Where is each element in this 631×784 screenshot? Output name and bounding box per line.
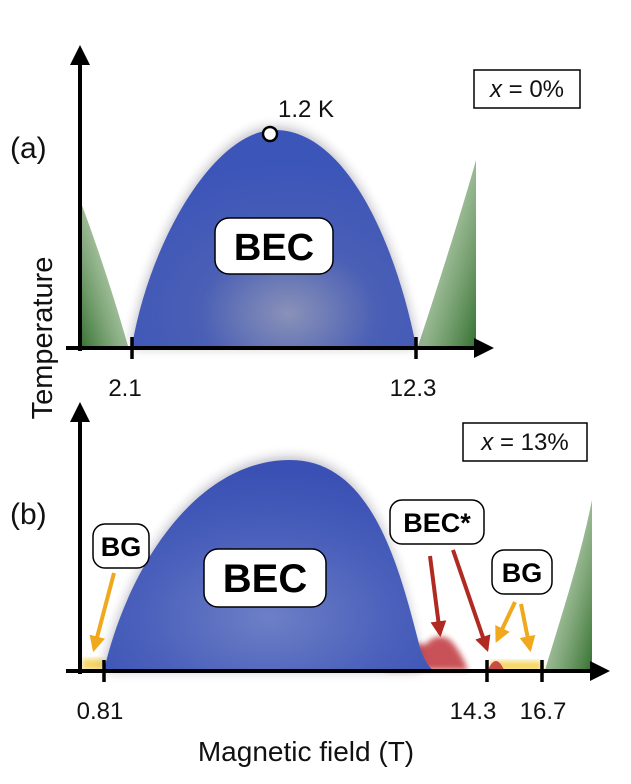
panel-b-bec-label: BEC bbox=[223, 557, 307, 601]
panel-a-concentration-label: x = 0% bbox=[489, 76, 564, 103]
panel-b-bec-star-arrow-2 bbox=[451, 549, 491, 653]
panel-a: 2.1 12.3 1.2 K BEC (a) x = 0% bbox=[10, 45, 581, 402]
panel-b-bec-star-arrow-1 bbox=[428, 555, 447, 638]
panel-a-tick-label-2-1: 2.1 bbox=[108, 375, 141, 402]
panel-b-bec-star-label: BEC* bbox=[403, 508, 471, 538]
panel-b-letter: (b) bbox=[10, 498, 47, 531]
panel-b-bg-left-label: BG bbox=[101, 532, 142, 562]
panel-a-tick-label-12-3: 12.3 bbox=[390, 375, 437, 402]
panel-b-bg-left-arrow bbox=[89, 572, 116, 653]
panel-a-peak-label: 1.2 K bbox=[278, 96, 334, 123]
panel-a-right-green-region bbox=[418, 160, 476, 346]
x-axis-label: Magnetic field (T) bbox=[198, 736, 414, 767]
panel-b-tick-label-16-7: 16.7 bbox=[520, 698, 567, 725]
panel-a-peak-marker bbox=[261, 125, 279, 143]
panel-b-right-green-region bbox=[545, 500, 592, 670]
panel-b-bg-left-label-box bbox=[92, 523, 150, 569]
panel-b-concentration-box bbox=[462, 422, 588, 462]
panel-a-bec-label-box bbox=[214, 217, 334, 275]
panel-a-left-green-region bbox=[80, 200, 128, 346]
panel-b-bg-right-label-box bbox=[491, 549, 553, 595]
panel-b: 0.81 14.3 16.7 BEC BEC* BG BG (b) x = 13… bbox=[10, 402, 610, 725]
panel-b-bec-label-box bbox=[203, 548, 327, 608]
panel-a-bec-label: BEC bbox=[234, 227, 314, 269]
panel-b-tick-label-14-3: 14.3 bbox=[450, 698, 497, 725]
panel-a-concentration-box bbox=[473, 69, 581, 109]
panel-b-bg-left-region bbox=[82, 659, 104, 670]
panel-b-bg-right-arrow-2 bbox=[519, 603, 536, 653]
panel-b-bg-right-label: BG bbox=[502, 558, 543, 588]
panel-b-bec-star-small-bump bbox=[488, 660, 504, 670]
panel-b-bg-right-region bbox=[490, 661, 542, 671]
panel-b-tick-label-0-81: 0.81 bbox=[77, 698, 124, 725]
panel-a-letter: (a) bbox=[10, 132, 47, 165]
y-axis-label: Temperature bbox=[27, 257, 59, 420]
panel-b-concentration-label: x = 13% bbox=[480, 429, 568, 456]
panel-b-bec-star-label-box bbox=[389, 499, 485, 545]
panel-b-bg-right-arrow-1 bbox=[495, 601, 517, 643]
